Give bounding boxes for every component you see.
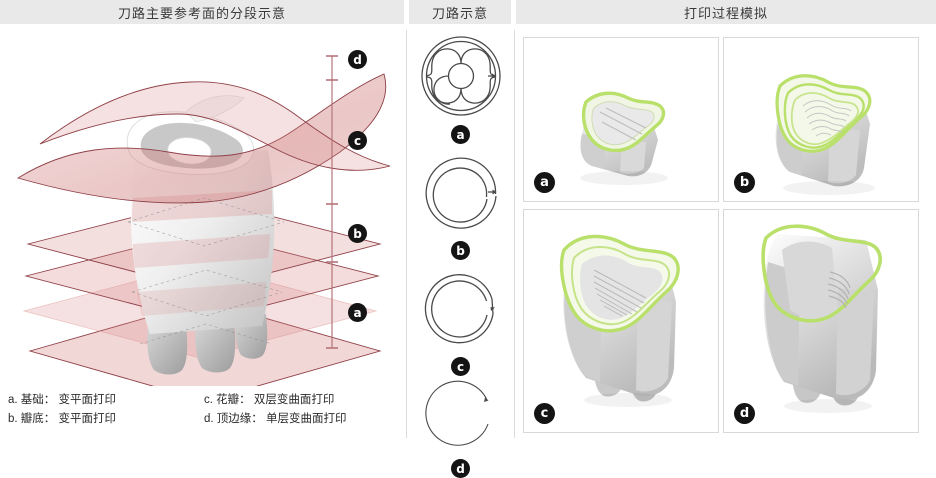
header-right-label: 打印过程模拟: [683, 5, 768, 21]
toolpath-d-badge: d: [451, 459, 470, 478]
toolpath-c-label: c: [456, 359, 465, 374]
sim-b-render: [724, 38, 918, 201]
sim-b-label: b: [739, 175, 750, 190]
column-divider-2: [514, 30, 515, 438]
sim-cell-b[interactable]: b: [723, 37, 919, 202]
plane-curved-c: [16, 73, 387, 204]
toolpath-d-label: d: [456, 461, 465, 476]
toolpath-a: a: [410, 32, 511, 144]
legend-row: a. 基础： 变平面打印 c. 花瓣： 双层变曲面打印: [8, 391, 400, 410]
axis-badge-d-label: d: [353, 52, 362, 67]
axis-ruler: [326, 55, 338, 349]
toolpath-a-badge: a: [451, 125, 470, 144]
axis-badge-c: c: [348, 131, 367, 150]
toolpath-b-badge: b: [451, 241, 470, 260]
toolpath-b: b: [410, 148, 511, 260]
reference-surface-diagram: d c b a a. 基础： 变平面打印 c. 花瓣： 双层变曲面打印 b. 瓣…: [0, 26, 404, 444]
sim-c-badge: c: [534, 403, 555, 424]
toolpath-d-icon: [424, 380, 489, 446]
sim-c-label: c: [540, 406, 549, 421]
axis-badge-a: a: [348, 303, 367, 322]
axis-badge-b-label: b: [353, 226, 362, 241]
toolpath-a-icon: [420, 36, 501, 116]
layered-planes-illustration: [16, 73, 391, 386]
toolpath-c: c: [410, 264, 511, 376]
legend-item-a: a. 基础： 变平面打印: [8, 394, 116, 406]
legend-item-b: b. 瓣底： 变平面打印: [8, 413, 116, 425]
legend-item-c: c. 花瓣： 双层变曲面打印: [204, 394, 335, 406]
header-left-title: 刀路主要参考面的分段示意: [0, 0, 404, 24]
header-right-title: 打印过程模拟: [516, 0, 936, 24]
toolpath-a-label: a: [456, 127, 465, 142]
sim-d-label: d: [739, 406, 750, 421]
axis-badge-c-label: c: [353, 133, 362, 148]
toolpath-b-icon: [424, 157, 497, 229]
toolpath-c-badge: c: [451, 357, 470, 376]
axis-badge-b: b: [348, 224, 367, 243]
segmentation-axis: d c b a: [318, 26, 388, 386]
sim-a-render: [524, 38, 718, 201]
sim-b-badge: b: [734, 172, 755, 193]
projection-guides: [127, 197, 285, 345]
header-middle-title: 刀路示意: [409, 0, 511, 24]
column-divider-1: [406, 30, 407, 438]
sim-cell-d[interactable]: d: [723, 209, 919, 433]
toolpath-d: d: [410, 376, 511, 478]
toolpath-b-label: b: [456, 243, 465, 258]
sim-cell-c[interactable]: c: [523, 209, 719, 433]
toolpath-diagrams: a b c: [410, 26, 511, 478]
axis-badge-a-label: a: [353, 305, 362, 320]
sim-d-badge: d: [734, 403, 755, 424]
toolpath-c-icon: [424, 274, 495, 344]
print-simulation-grid: a: [517, 26, 936, 444]
sim-cell-a[interactable]: a: [523, 37, 719, 202]
header-middle-label: 刀路示意: [431, 5, 488, 21]
plane-curved-d: [39, 81, 391, 171]
sim-c-render: [524, 210, 718, 432]
header-left-label: 刀路主要参考面的分段示意: [117, 5, 286, 21]
model-body: [126, 95, 275, 375]
sim-a-label: a: [540, 175, 549, 190]
legend-item-d: d. 顶边缘： 单层变曲面打印: [204, 413, 347, 425]
legend: a. 基础： 变平面打印 c. 花瓣： 双层变曲面打印 b. 瓣底： 变平面打印…: [8, 391, 400, 429]
sim-d-render: [724, 210, 918, 432]
sim-a-badge: a: [534, 172, 555, 193]
legend-row: b. 瓣底： 变平面打印 d. 顶边缘： 单层变曲面打印: [8, 410, 400, 429]
axis-badge-d: d: [348, 50, 367, 69]
